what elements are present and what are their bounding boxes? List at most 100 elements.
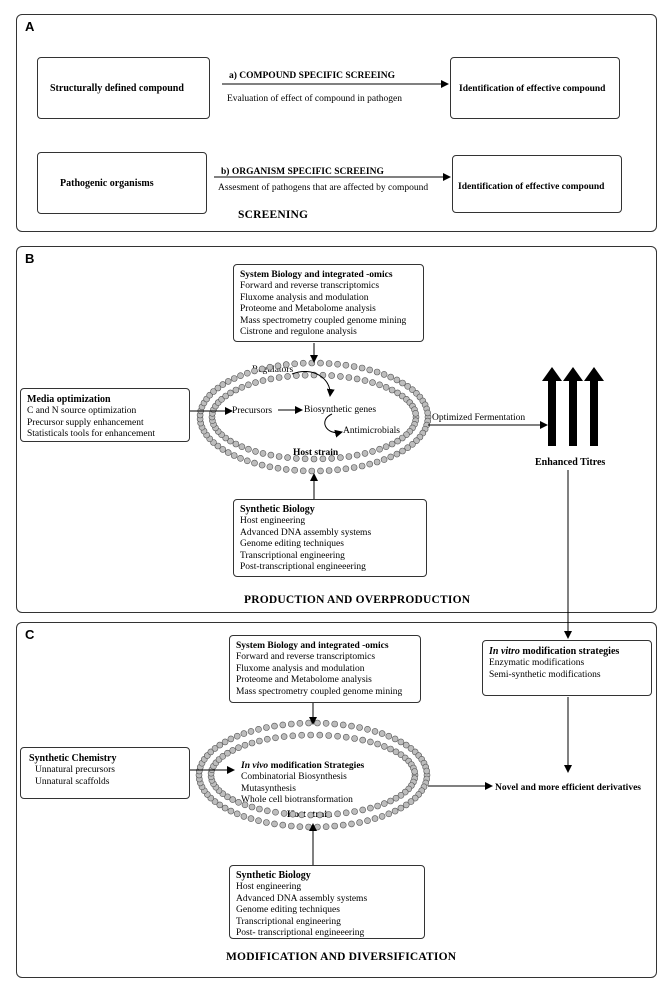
synbio-title-c: Synthetic Biology xyxy=(236,870,311,881)
membrane-bead xyxy=(376,445,383,453)
membrane-bead xyxy=(272,734,279,742)
membrane-bead xyxy=(397,791,405,799)
membrane-bead xyxy=(258,365,266,373)
membrane-bead xyxy=(393,376,401,384)
membrane-bead xyxy=(267,375,275,383)
screening-title: SCREENING xyxy=(238,209,309,221)
membrane-bead xyxy=(374,802,381,810)
synbio-box-c: Synthetic Biology Host engineering Advan… xyxy=(229,865,425,939)
membrane-bead xyxy=(358,462,366,470)
membrane-bead xyxy=(342,809,350,817)
membrane-bead xyxy=(229,747,236,754)
membrane-bead xyxy=(331,720,339,728)
omics-item-c-4: Mass spectrometry coupled genome mining xyxy=(236,686,403,697)
membrane-bead xyxy=(301,371,309,379)
membrane-bead xyxy=(307,731,315,739)
omics-item-b-4: Mass spectrometry coupled genome mining xyxy=(240,315,407,326)
synbio-item-b-2: Advanced DNA assembly systems xyxy=(240,527,372,538)
invitro-title-italic: In vitro xyxy=(489,646,520,657)
membrane-bead xyxy=(305,823,312,831)
membrane-bead xyxy=(272,808,279,816)
membrane-bead xyxy=(287,822,295,830)
membrane-bead xyxy=(301,455,309,463)
membrane-bead xyxy=(299,467,307,475)
membrane-bead xyxy=(284,373,291,380)
membrane-bead xyxy=(229,796,236,803)
membrane-bead xyxy=(298,811,306,819)
invitro-title-rest: modification strategies xyxy=(519,646,620,657)
membrane-bead xyxy=(214,442,222,450)
membrane-bead xyxy=(394,389,401,397)
membrane-bead xyxy=(367,738,374,746)
membrane-bead xyxy=(291,360,299,368)
synbio-item-c-1: Host engineering xyxy=(236,882,302,892)
membrane-bead xyxy=(348,722,355,730)
membrane-bead xyxy=(388,440,396,448)
membrane-bead xyxy=(317,359,324,367)
synbio-item-b-1: Host engineering xyxy=(240,516,306,526)
membrane-bead xyxy=(397,804,405,812)
membrane-bead xyxy=(274,464,282,472)
membrane-bead xyxy=(224,749,231,757)
membrane-bead xyxy=(298,731,306,739)
membrane-bead xyxy=(289,732,297,740)
membrane-bead xyxy=(399,379,406,387)
membrane-bead xyxy=(385,810,393,818)
arrow-regulators-to-genes xyxy=(291,371,335,397)
membrane-bead xyxy=(279,821,287,829)
membrane-bead xyxy=(247,728,255,735)
synbio-item-c-2: Advanced DNA assembly systems xyxy=(236,893,368,904)
membrane-bead xyxy=(380,743,388,750)
membrane-bead xyxy=(244,369,251,377)
membrane-bead xyxy=(263,819,270,826)
membrane-bead xyxy=(233,810,241,818)
modification-title: MODIFICATION AND DIVERSIFICATION xyxy=(226,951,457,963)
compound-box: Structurally defined compound xyxy=(37,57,210,119)
membrane-bead xyxy=(259,377,267,384)
invivo-title: In vivo modification Strategies xyxy=(241,760,364,772)
membrane-bead xyxy=(230,375,238,382)
membrane-bead xyxy=(407,745,415,752)
membrane-bead xyxy=(251,459,258,467)
enhanced-titres-label: Enhanced Titres xyxy=(535,457,606,468)
synbio-title-b: Synthetic Biology xyxy=(240,504,315,515)
membrane-bead xyxy=(322,719,330,727)
membrane-bead xyxy=(259,450,267,457)
membrane-bead xyxy=(348,820,355,828)
membrane-bead xyxy=(359,806,367,814)
omics-item-b-5: Cistrone and regulone analysis xyxy=(240,327,357,338)
membrane-bead xyxy=(280,733,288,740)
membrane-bead xyxy=(282,466,290,473)
result-b-box: Identification of effective compound xyxy=(452,155,622,213)
membrane-bead xyxy=(380,371,388,378)
membrane-bead xyxy=(402,741,410,749)
membrane-bead xyxy=(328,372,336,379)
compound-screening-title: a) COMPOUND SPECIFIC SCREEING xyxy=(229,71,395,81)
chemistry-title: Synthetic Chemistry xyxy=(29,753,117,764)
result-b-label: Identification of effective compound xyxy=(458,182,605,192)
synbio-item-b-5: Post-transcriptional engineeering xyxy=(240,562,366,573)
omics-item-c-1: Forward and reverse transcriptomics xyxy=(236,652,376,662)
membrane-bead xyxy=(353,375,361,383)
membrane-bead xyxy=(224,449,232,456)
membrane-bead xyxy=(235,744,242,752)
membrane-bead xyxy=(287,720,295,728)
membrane-bead xyxy=(393,450,401,458)
membrane-bead xyxy=(275,453,283,460)
membrane-bead xyxy=(211,745,219,752)
membrane-bead xyxy=(356,819,363,826)
membrane-bead xyxy=(245,445,252,453)
membrane-bead xyxy=(380,456,388,463)
membrane-bead xyxy=(244,457,251,465)
membrane-bead xyxy=(232,386,240,394)
membrane-bead xyxy=(337,454,344,461)
membrane-bead xyxy=(334,732,341,740)
membrane-bead xyxy=(210,388,217,395)
membrane-bead xyxy=(319,455,327,463)
organism-screening-title: b) ORGANISM SPECIFIC SCREEING xyxy=(221,167,384,177)
membrane-bead xyxy=(247,815,255,822)
compound-screening-desc: Evaluation of effect of compound in path… xyxy=(227,94,402,104)
membrane-bead xyxy=(316,811,324,819)
membrane-bead xyxy=(263,807,271,815)
membrane-bead xyxy=(391,735,399,743)
